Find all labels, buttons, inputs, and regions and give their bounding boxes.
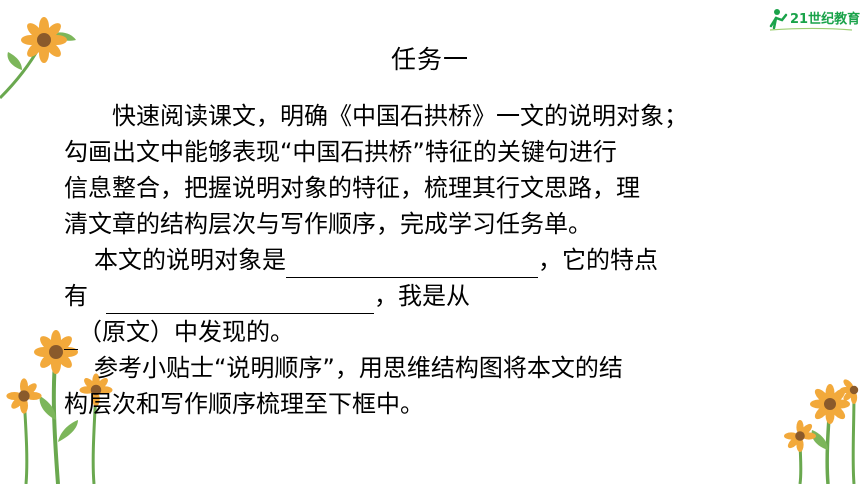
- text-line: 快速阅读课文，明确《中国石拱桥》一文的说明对象；: [64, 98, 804, 134]
- runner-logo-icon: [769, 9, 853, 31]
- brand-logo: 21世纪教育: [768, 6, 860, 32]
- paragraph-text: 勾画出文中能够表现“中国石拱桥”特征的关键句进行: [64, 138, 617, 166]
- fill-blank-object[interactable]: [286, 251, 538, 278]
- text-line: 勾画出文中能够表现“中国石拱桥”特征的关键句进行: [64, 134, 804, 170]
- text-line: 构层次和写作顺序梳理至下框中。: [64, 386, 804, 422]
- text-line: （原文）中发现的。: [64, 314, 804, 350]
- text-line: 本文的说明对象是 ，它的特点: [64, 242, 804, 278]
- fill-blank-source[interactable]: [64, 325, 78, 350]
- task-body: 快速阅读课文，明确《中国石拱桥》一文的说明对象； 勾画出文中能够表现“中国石拱桥…: [64, 98, 804, 422]
- paragraph-text: ，我是从: [374, 282, 470, 310]
- text-line: 信息整合，把握说明对象的特征，梳理其行文思路，理: [64, 170, 804, 206]
- paragraph-text: ，它的特点: [538, 246, 658, 274]
- paragraph-text: 有: [64, 282, 88, 310]
- fill-blank-features[interactable]: [106, 287, 374, 314]
- paragraph-text: 构层次和写作顺序梳理至下框中。: [64, 390, 424, 418]
- logo-text: 21世纪教育: [790, 12, 860, 27]
- paragraph-text: 本文的说明对象是: [94, 246, 286, 274]
- sunflower-bottom-right-icon: [784, 379, 859, 484]
- sunflower-top-left-icon: [0, 17, 76, 100]
- paragraph-text: 清文章的结构层次与写作顺序，完成学习任务单。: [64, 210, 592, 238]
- paragraph-text: （原文）中发现的。: [78, 318, 294, 346]
- text-line: 清文章的结构层次与写作顺序，完成学习任务单。: [64, 206, 804, 242]
- text-line: 参考小贴士“说明顺序”，用思维结构图将本文的结: [64, 350, 804, 386]
- text-line: 有 ，我是从: [64, 278, 804, 314]
- page-title: 任务一: [390, 45, 469, 74]
- paragraph-text: 信息整合，把握说明对象的特征，梳理其行文思路，理: [64, 174, 640, 202]
- paragraph-text: 参考小贴士“说明顺序”，用思维结构图将本文的结: [94, 354, 623, 382]
- sunflower-bottom-left-icon: [6, 330, 113, 484]
- paragraph-text: 快速阅读课文，明确《中国石拱桥》一文的说明对象；: [112, 102, 688, 130]
